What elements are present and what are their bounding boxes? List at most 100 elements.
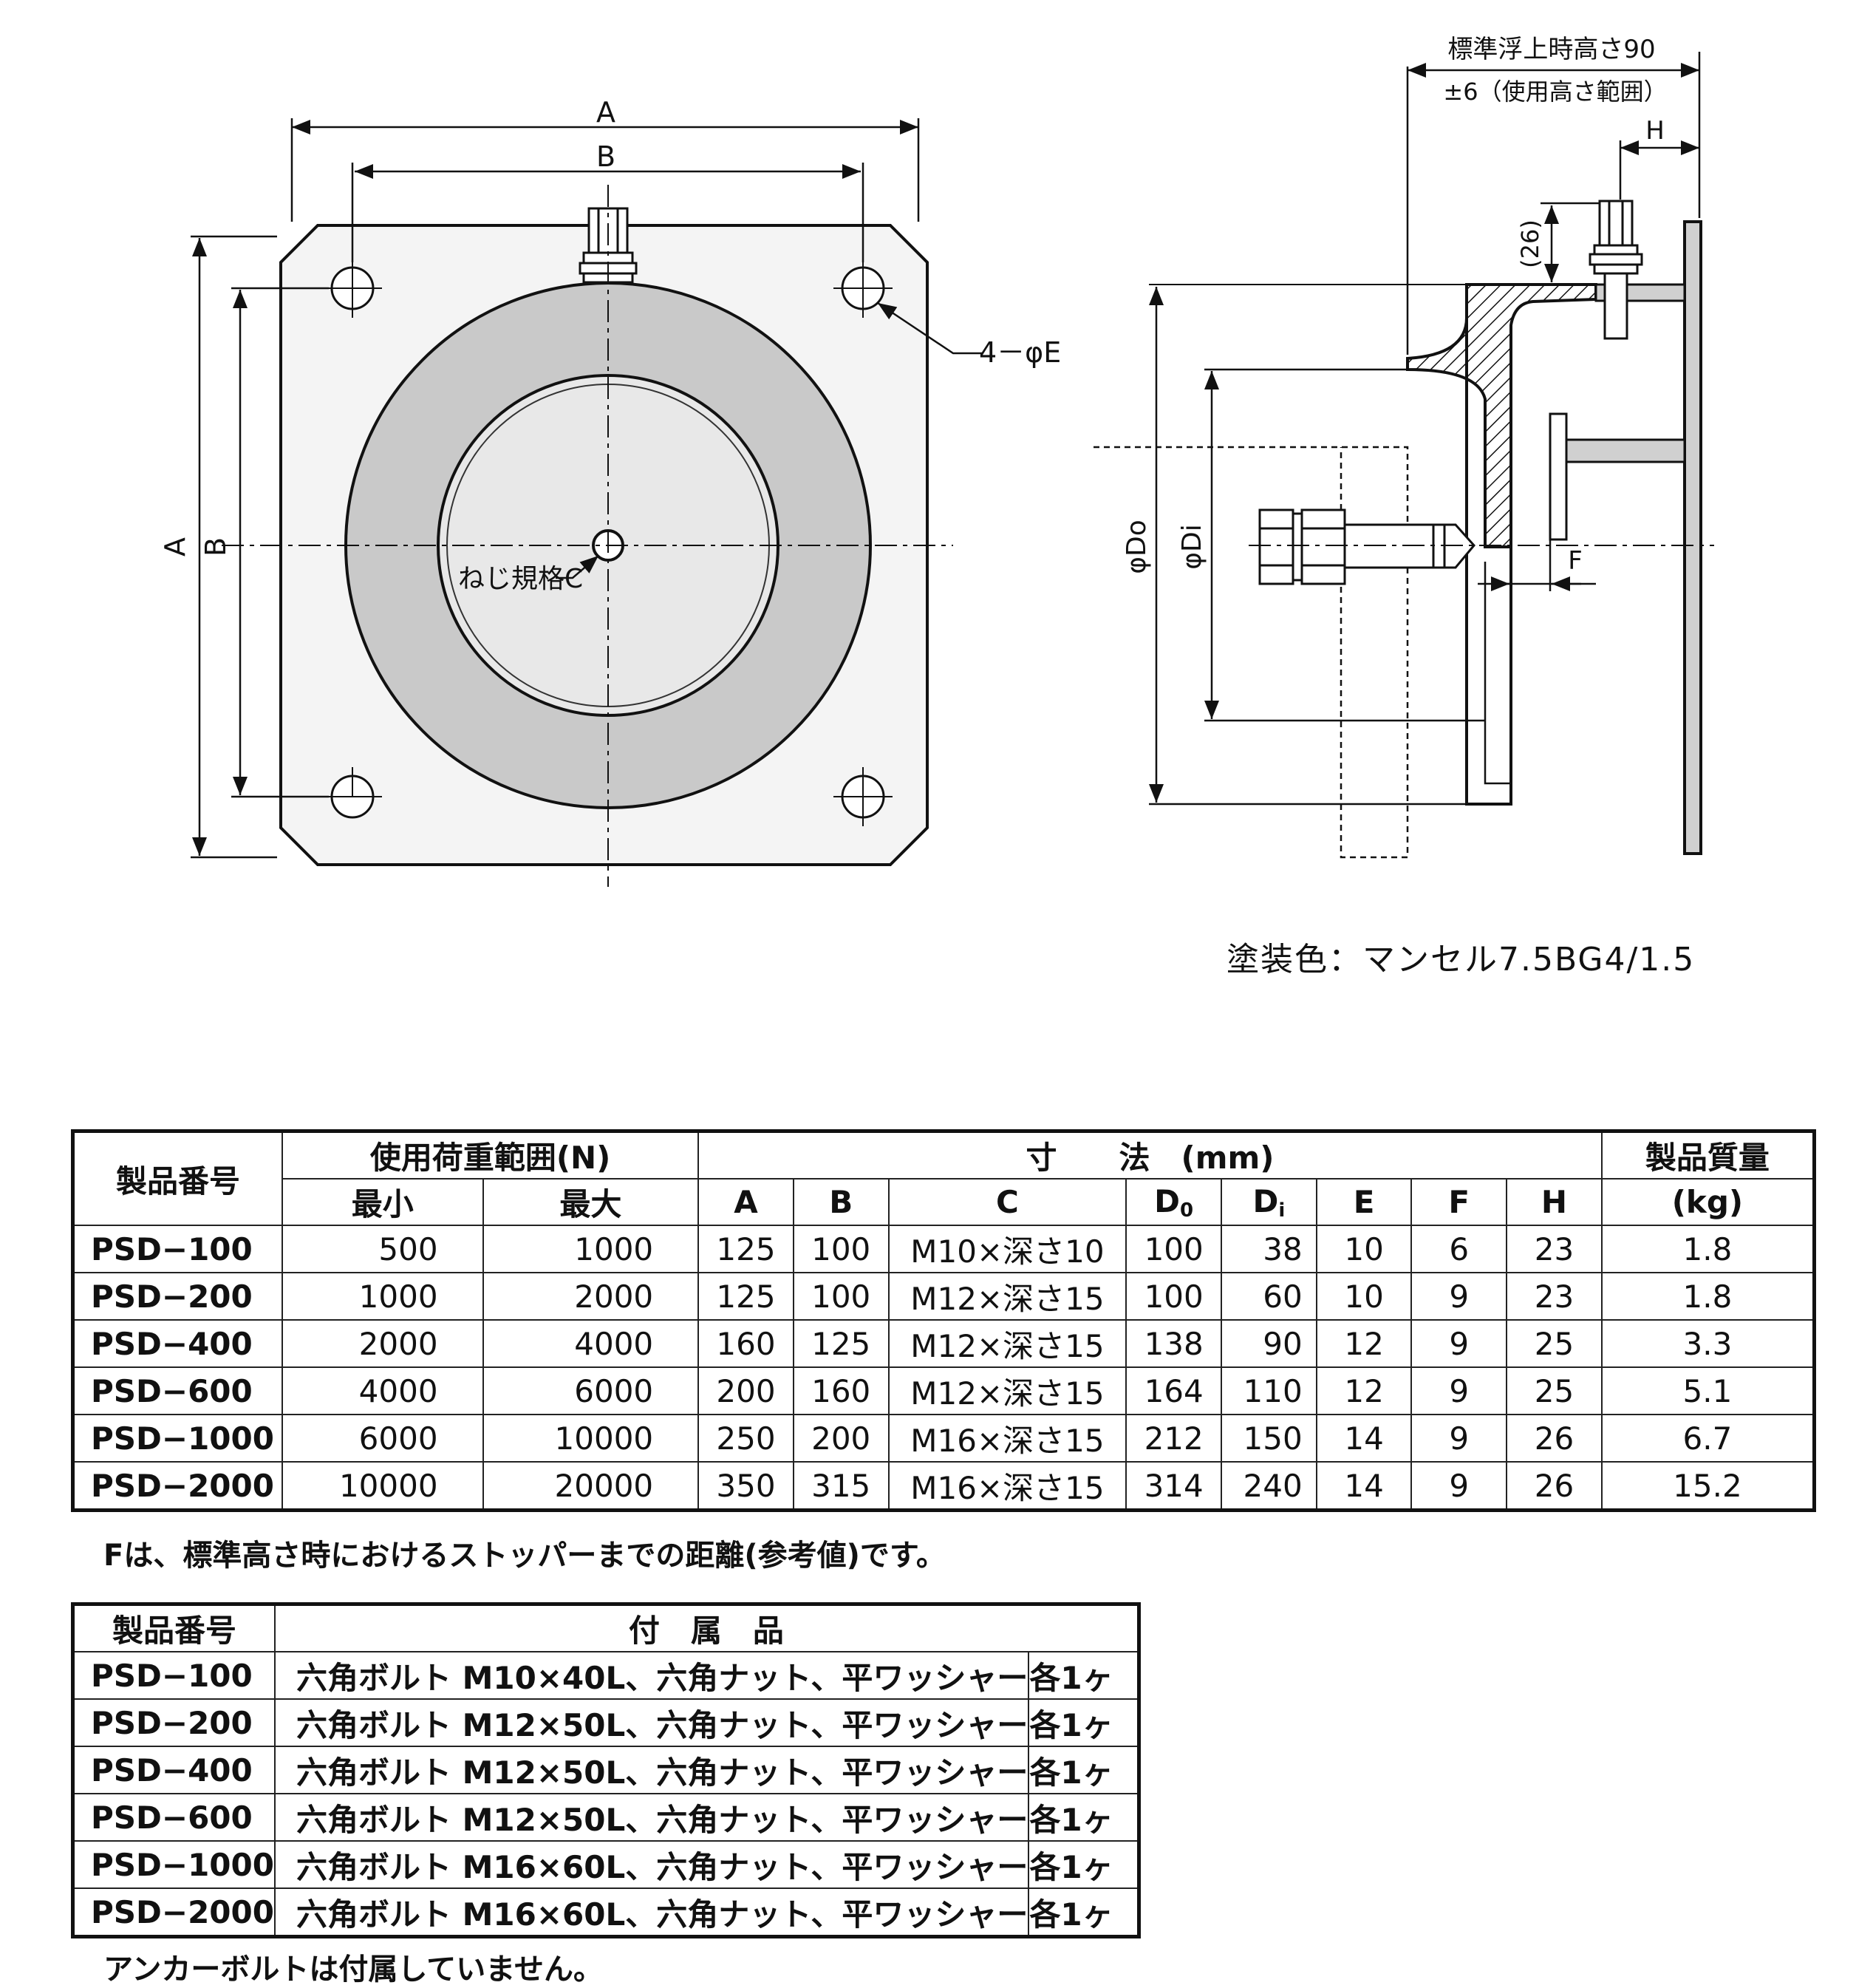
- cell-max: 4000: [482, 1319, 700, 1368]
- technical-drawing: A B A B 4－φE ねじ規格C: [159, 35, 1714, 887]
- cell-qty: 各1ヶ: [1028, 1746, 1140, 1794]
- cell-d0: 138: [1125, 1319, 1223, 1368]
- cell-b: 125: [792, 1319, 890, 1368]
- cell-e: 12: [1315, 1319, 1413, 1368]
- dim-label-a-side: A: [159, 537, 191, 556]
- header-d0-main: D: [1154, 1182, 1181, 1219]
- cell-min: 2000: [282, 1319, 484, 1368]
- cell-a: 125: [697, 1272, 794, 1321]
- cell-c: M12×深さ15: [887, 1272, 1127, 1321]
- cell-mass: 5.1: [1600, 1366, 1815, 1415]
- header-max: 最大: [482, 1178, 700, 1226]
- cell-pn: PSD−400: [72, 1746, 276, 1794]
- cell-qty: 各1ヶ: [1028, 1840, 1140, 1889]
- stopper-arm: [1565, 438, 1686, 463]
- cell-a: 125: [697, 1225, 794, 1273]
- cell-max: 2000: [482, 1272, 700, 1321]
- stopper-pad: [1549, 412, 1568, 541]
- cell-c: M12×深さ15: [887, 1319, 1127, 1368]
- cell-mass: 6.7: [1600, 1414, 1815, 1463]
- cell-a: 350: [697, 1461, 794, 1511]
- accessory-header-product-no: 製品番号: [72, 1603, 276, 1652]
- cell-pn: PSD−400: [72, 1319, 284, 1368]
- cell-max: 20000: [482, 1461, 700, 1511]
- dim-label-b-side: B: [199, 537, 232, 556]
- cell-c: M12×深さ15: [887, 1366, 1127, 1415]
- header-dimensions: 寸 法 (mm): [697, 1130, 1603, 1179]
- cell-d0: 100: [1125, 1225, 1223, 1273]
- plan-view: A B A B 4－φE ねじ規格C: [159, 96, 1061, 887]
- cell-d0: 314: [1125, 1461, 1223, 1511]
- side-plate: [1683, 220, 1702, 855]
- cell-e: 10: [1315, 1225, 1413, 1273]
- dim-label-f: F: [1568, 546, 1583, 576]
- section-valve: [1589, 200, 1643, 340]
- cell-h: 23: [1506, 1225, 1603, 1273]
- horizontal-bolt: [1258, 508, 1475, 585]
- anchor-bolt-footnote: アンカーボルトは付属していません。: [103, 1953, 603, 1987]
- header-mass-unit: (kg): [1600, 1178, 1815, 1226]
- cell-di: 150: [1221, 1414, 1317, 1463]
- cell-qty: 各1ヶ: [1028, 1793, 1140, 1842]
- cell-mass: 1.8: [1600, 1225, 1815, 1273]
- accessory-header-row: 製品番号 付 属 品: [72, 1603, 1140, 1652]
- cell-di: 90: [1221, 1319, 1317, 1368]
- cell-di: 240: [1221, 1461, 1317, 1511]
- cell-b: 315: [792, 1461, 890, 1511]
- cell-acc: 六角ボルト M12×50L、六角ナット、平ワッシャー: [273, 1698, 1030, 1747]
- cell-b: 200: [792, 1414, 890, 1463]
- cell-qty: 各1ヶ: [1028, 1698, 1140, 1747]
- cell-pn: PSD−100: [72, 1225, 284, 1273]
- cell-f: 6: [1410, 1225, 1508, 1273]
- hole-label: 4－φE: [979, 336, 1061, 369]
- cell-d0: 164: [1125, 1366, 1223, 1415]
- cell-d0: 100: [1125, 1272, 1223, 1321]
- cell-acc: 六角ボルト M16×60L、六角ナット、平ワッシャー: [273, 1887, 1030, 1938]
- cell-h: 25: [1506, 1366, 1603, 1415]
- dim-label-b-top: B: [596, 140, 615, 173]
- cell-di: 60: [1221, 1272, 1317, 1321]
- cell-di: 110: [1221, 1366, 1317, 1415]
- header-di-sub: i: [1278, 1199, 1286, 1222]
- cell-mass: 3.3: [1600, 1319, 1815, 1368]
- cell-e: 10: [1315, 1272, 1413, 1321]
- cell-b: 160: [792, 1366, 890, 1415]
- cell-max: 6000: [482, 1366, 700, 1415]
- body-section: [1406, 283, 1597, 548]
- header-d0-sub: 0: [1180, 1199, 1194, 1222]
- header-di-main: D: [1252, 1182, 1279, 1219]
- section-view: 標準浮上時高さ90 ±6（使用高さ範囲） H (26) φDo φDi F: [1094, 35, 1714, 859]
- cell-min: 4000: [282, 1366, 484, 1415]
- cell-a: 200: [697, 1366, 794, 1415]
- hidden-outline: [1094, 446, 1409, 859]
- header-a: A: [697, 1178, 794, 1226]
- cell-pn: PSD−600: [72, 1366, 284, 1415]
- cell-a: 250: [697, 1414, 794, 1463]
- cell-mass: 1.8: [1600, 1272, 1815, 1321]
- header-product-no: 製品番号: [72, 1130, 284, 1226]
- height-label-line1: 標準浮上時高さ90: [1447, 35, 1655, 64]
- cell-max: 1000: [482, 1225, 700, 1273]
- mounting-holes: [323, 259, 893, 826]
- header-b: B: [792, 1178, 890, 1226]
- dim-label-26: (26): [1516, 219, 1544, 268]
- cell-c: M16×深さ15: [887, 1461, 1127, 1511]
- cell-di: 38: [1221, 1225, 1317, 1273]
- header-e: E: [1315, 1178, 1413, 1226]
- cell-c: M16×深さ15: [887, 1414, 1127, 1463]
- cell-c: M10×深さ10: [887, 1225, 1127, 1273]
- cell-min: 6000: [282, 1414, 484, 1463]
- spec-table: 製品番号 使用荷重範囲(N) 寸 法 (mm) 製品質量 最小 最大 A B C…: [71, 1129, 1816, 1512]
- cell-acc: 六角ボルト M12×50L、六角ナット、平ワッシャー: [273, 1746, 1030, 1794]
- cell-min: 1000: [282, 1272, 484, 1321]
